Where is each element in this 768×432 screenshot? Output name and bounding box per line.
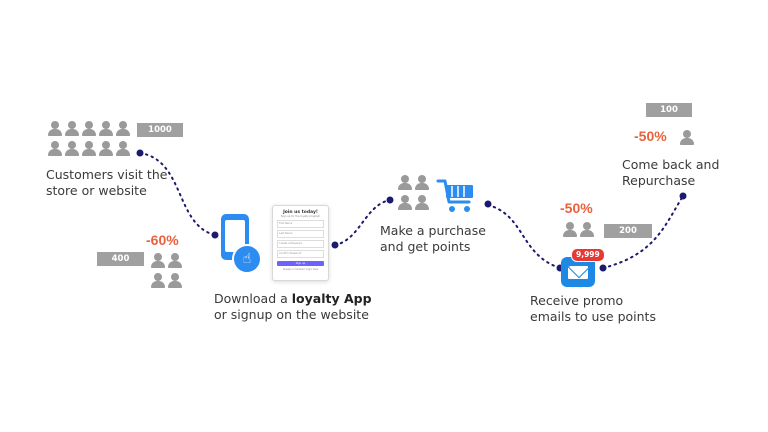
promo-people-group: [563, 222, 594, 238]
path-dot: [331, 241, 339, 249]
repurchase-people-group: [680, 130, 694, 146]
download-drop-percent: -60%: [146, 232, 179, 248]
visitors-count-badge: 1000: [137, 123, 183, 137]
signup-field: First Name: [277, 220, 324, 228]
repurchase-label-line2: Repurchase: [622, 173, 696, 188]
visit-step-label: Customers visit the store or website: [46, 167, 167, 199]
purchase-label-line1: Make a purchase: [380, 223, 486, 238]
person-icon: [168, 273, 182, 289]
path-dot: [599, 264, 607, 272]
person-icon: [398, 195, 412, 211]
signup-form-preview: Join us today! Sign up for the loyalty p…: [272, 205, 329, 281]
purchase-step-label: Make a purchase and get points: [380, 223, 486, 255]
visit-label-line2: store or website: [46, 183, 147, 198]
repurchase-count-badge: 100: [646, 103, 692, 117]
signup-field: Last Name: [277, 230, 324, 238]
promo-step-label: Receive promo emails to use points: [530, 293, 656, 325]
person-icon: [580, 222, 594, 238]
person-icon: [65, 141, 79, 157]
visit-label-line1: Customers visit the: [46, 167, 168, 182]
signup-form-subtitle: Sign up for the loyalty program: [280, 215, 321, 218]
person-icon: [680, 130, 694, 146]
download-people-group: [151, 253, 182, 289]
person-icon: [48, 141, 62, 157]
person-icon: [415, 195, 429, 211]
download-label-bold: loyalty App: [291, 291, 372, 306]
path-dot: [484, 200, 492, 208]
purchase-people-group: [398, 175, 429, 211]
promo-label-line2: emails to use points: [530, 309, 656, 324]
repurchase-step-label: Come back and Repurchase: [622, 157, 719, 189]
signup-field: Confirm Password: [277, 250, 324, 258]
path-dot: [211, 231, 219, 239]
promo-label-line1: Receive promo: [530, 293, 624, 308]
person-icon: [48, 121, 62, 137]
signup-field: Create a Password: [277, 240, 324, 248]
shopping-cart-icon: [436, 179, 473, 212]
mail-app-icon: [561, 257, 595, 287]
download-label-line2: or signup on the website: [214, 307, 369, 322]
person-icon: [168, 253, 182, 269]
notification-badge: 9,999: [571, 248, 605, 262]
person-icon: [398, 175, 412, 191]
person-icon: [99, 121, 113, 137]
repurchase-drop-percent: -50%: [634, 128, 667, 144]
person-icon: [116, 141, 130, 157]
path-dot: [386, 196, 394, 204]
signup-form-title: Join us today!: [283, 210, 318, 215]
download-label-pre: Download a: [214, 291, 292, 306]
download-count-badge: 400: [97, 252, 144, 266]
purchase-label-line2: and get points: [380, 239, 471, 254]
person-icon: [151, 273, 165, 289]
person-icon: [116, 121, 130, 137]
person-icon: [65, 121, 79, 137]
person-icon: [82, 141, 96, 157]
visitors-people-group: [48, 121, 130, 157]
person-icon: [563, 222, 577, 238]
path-dot: [679, 192, 687, 200]
person-icon: [99, 141, 113, 157]
download-step-label: Download a loyalty App or signup on the …: [214, 291, 372, 323]
tap-hand-icon: ☝: [232, 244, 262, 274]
repurchase-label-line1: Come back and: [622, 157, 720, 172]
promo-count-badge: 200: [604, 224, 652, 238]
signup-form-footer: Already a member? Login here: [282, 268, 319, 271]
person-icon: [82, 121, 96, 137]
promo-drop-percent: -50%: [560, 200, 593, 216]
person-icon: [415, 175, 429, 191]
path-dot: [136, 149, 144, 157]
person-icon: [151, 253, 165, 269]
signup-button: Sign up: [277, 261, 324, 266]
